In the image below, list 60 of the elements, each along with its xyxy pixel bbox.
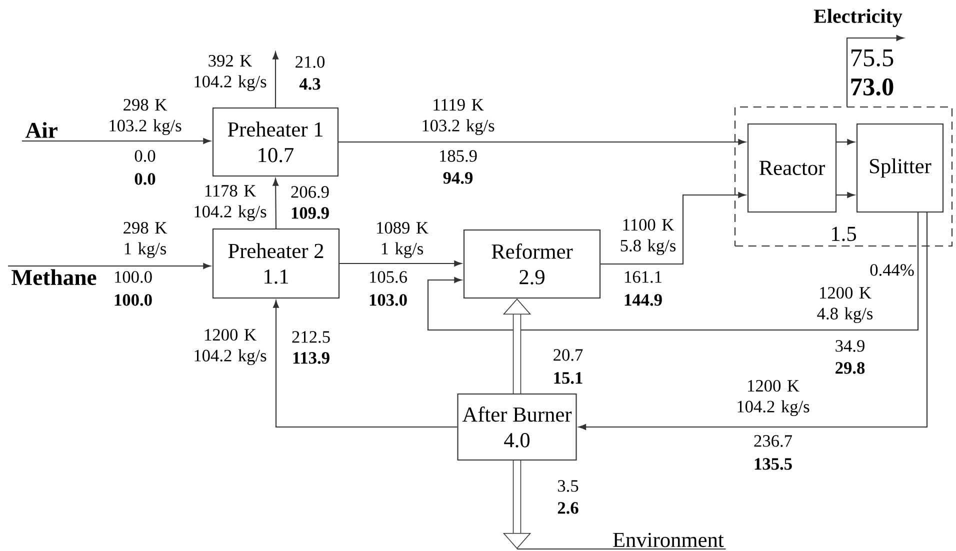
value-label: 103.0 bbox=[370, 294, 407, 306]
arrow bbox=[8, 263, 211, 269]
process-box: Reformer 2.9 bbox=[463, 229, 601, 299]
arrow bbox=[273, 300, 458, 428]
value-label: 3.5 bbox=[558, 480, 578, 492]
arrow bbox=[272, 52, 278, 108]
arrow bbox=[272, 178, 279, 228]
edge-label: 1100 K 5.8 kg/s bbox=[617, 218, 679, 256]
edge-label: 1200 K 104.2 kg/s bbox=[188, 328, 272, 366]
value-label: 21.0 bbox=[296, 56, 325, 68]
value-label: 15.1 bbox=[554, 372, 582, 384]
arrow bbox=[22, 138, 211, 144]
value-label: 94.9 bbox=[443, 172, 473, 184]
stream-name: Methane bbox=[12, 269, 96, 286]
stream-name: Electricity bbox=[814, 8, 902, 28]
edge-label: 1178 K 104.2 kg/s bbox=[188, 184, 272, 222]
edge-label: 392 K 104.2 kg/s bbox=[188, 54, 272, 92]
value-label: 73.0 bbox=[851, 78, 894, 96]
process-box: Preheater 2 1.1 bbox=[212, 228, 340, 299]
arrow bbox=[338, 139, 746, 145]
value-label: 212.5 bbox=[292, 331, 330, 343]
edge-label: 1200 K 4.8 kg/s bbox=[814, 286, 876, 324]
value-label: 105.6 bbox=[370, 271, 407, 283]
arrow bbox=[427, 212, 919, 331]
value-label: 4.3 bbox=[299, 78, 320, 90]
arrow bbox=[836, 139, 855, 145]
value-label: 0.44% bbox=[870, 264, 914, 276]
value-label: 0.0 bbox=[134, 173, 156, 185]
value-label: 100.0 bbox=[115, 271, 152, 283]
arrow bbox=[600, 192, 746, 265]
arrow bbox=[836, 192, 855, 198]
value-label: 206.9 bbox=[291, 186, 329, 198]
value-label: 161.1 bbox=[625, 271, 662, 283]
stream-name: Air bbox=[25, 122, 58, 138]
value-label: 0.0 bbox=[134, 150, 156, 162]
value-label: 75.5 bbox=[852, 50, 894, 66]
value-label: 20.7 bbox=[554, 349, 583, 361]
edge-label: 298 K 103.2 kg/s bbox=[104, 98, 186, 136]
value-label: 2.6 bbox=[558, 502, 578, 514]
arrow bbox=[340, 260, 462, 266]
process-box: Splitter bbox=[856, 123, 944, 213]
value-label: 236.7 bbox=[754, 435, 792, 447]
edge-label: 1119 K 103.2 kg/s bbox=[416, 98, 500, 136]
edge-label: 298 K 1 kg/s bbox=[116, 220, 174, 260]
process-box: Preheater 1 10.7 bbox=[212, 107, 339, 177]
process-box: After Burner 4.0 bbox=[457, 393, 577, 461]
value-label: 29.8 bbox=[836, 362, 865, 374]
arrow bbox=[578, 212, 928, 430]
process-box: Reactor bbox=[747, 123, 837, 213]
edge-label: 1200 K 104.2 kg/s bbox=[732, 378, 814, 418]
stream-name: Environment bbox=[517, 532, 726, 550]
value-label: 109.9 bbox=[292, 207, 329, 219]
value-label: 144.9 bbox=[624, 294, 662, 306]
value-label: 100.0 bbox=[114, 294, 152, 306]
edge-label: 1089 K 1 kg/s bbox=[374, 220, 430, 260]
value-label: 34.9 bbox=[836, 340, 864, 352]
value-label: 185.9 bbox=[440, 150, 477, 162]
arrow bbox=[846, 35, 904, 106]
value-label: 135.5 bbox=[754, 458, 792, 470]
value-label: 113.9 bbox=[293, 352, 330, 364]
